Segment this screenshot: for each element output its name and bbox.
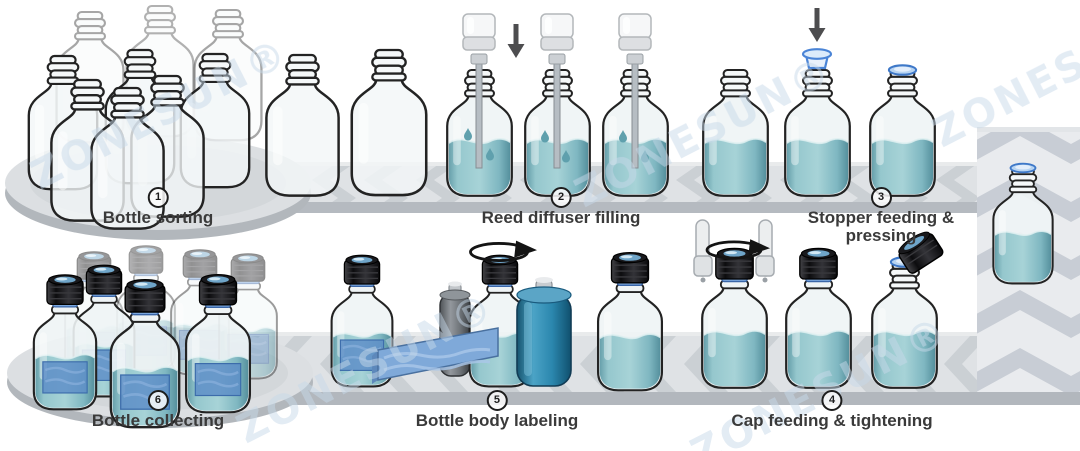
down-arrow-icon [808,8,826,42]
stoppered-bottle [870,65,935,195]
step-5-marker: 5 Bottle body labeling [416,390,578,430]
empty-bottle [352,50,426,195]
step-5-badge: 5 [486,390,508,411]
step-4-badge: 4 [821,390,843,411]
step-2-badge: 2 [550,187,572,208]
step-2-marker: 2 Reed diffuser filling [481,187,641,227]
step-1-label: Bottle sorting [102,208,214,227]
step-4-label: Cap feeding & tightening [731,411,933,430]
step-4-marker: 4 Cap feeding & tightening [731,390,933,430]
step-6-marker: 6 Bottle collecting [92,390,224,430]
step-1-marker: 1 Bottle sorting [102,187,214,227]
capped-bottle [598,253,662,391]
step-5-label: Bottle body labeling [415,411,579,430]
step-3-marker: 3 Stopper feeding & pressing [800,187,962,245]
step-6-badge: 6 [147,390,169,411]
step-6-label: Bottle collecting [91,411,225,430]
step-3-label: Stopper feeding & pressing [807,208,955,245]
step-3-badge: 3 [870,187,892,208]
labeling-station [332,239,572,387]
down-arrow-icon [507,24,525,58]
labeling-roller-blue [516,277,572,387]
step-2-label: Reed diffuser filling [481,208,641,227]
label-tape [372,327,499,384]
step-1-badge: 1 [147,187,169,208]
